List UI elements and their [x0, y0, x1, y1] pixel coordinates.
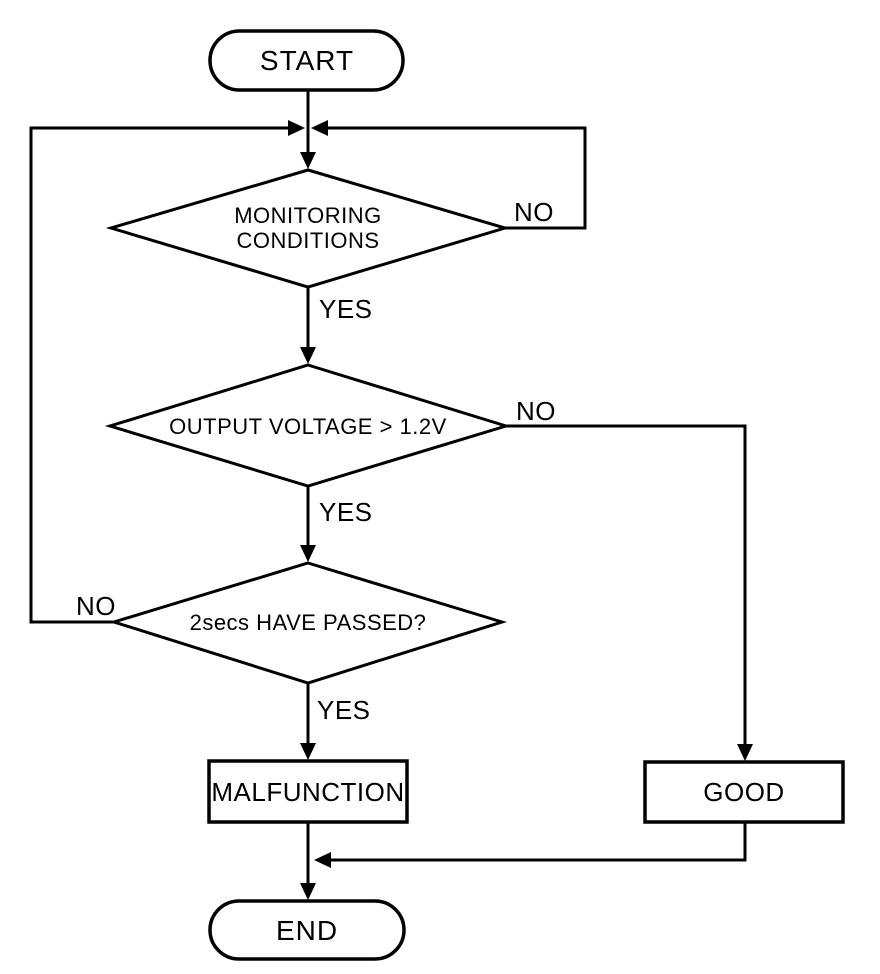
passed-yes-label: YES: [317, 695, 371, 725]
edge-voltage-no: [506, 424, 747, 755]
monitoring-no-label: NO: [514, 197, 554, 227]
malfunction-node: [207, 759, 409, 824]
edge-good-to-merge: [325, 822, 747, 862]
end-label: END: [276, 915, 338, 946]
arrowhead-junction-from-right: [311, 120, 328, 136]
edge-monitoring-no-loop: [322, 126, 587, 230]
start-label: START: [260, 45, 354, 76]
arrowhead-into-malfunction: [300, 743, 316, 760]
decision-output-voltage: [104, 363, 512, 488]
arrowhead-merge-left: [314, 852, 331, 868]
decision-monitoring-conditions: [105, 168, 511, 289]
decision-2secs-passed: [108, 561, 508, 685]
monitoring-yes-label: YES: [319, 294, 373, 324]
monitoring-label-line1: MONITORING: [234, 203, 382, 228]
passed-no-label: NO: [76, 591, 116, 621]
edge-passed-no-loop: [29, 126, 300, 624]
monitoring-label-line2: CONDITIONS: [236, 228, 379, 253]
good-node: [643, 760, 845, 824]
passed-label: 2secs HAVE PASSED?: [190, 610, 427, 635]
arrowhead-into-voltage: [300, 347, 316, 364]
good-label: GOOD: [703, 777, 784, 807]
voltage-label: OUTPUT VOLTAGE > 1.2V: [169, 414, 447, 439]
arrowhead-into-monitoring: [300, 152, 316, 169]
arrowhead-into-good: [737, 744, 753, 761]
end-node: [208, 899, 406, 961]
start-node: [208, 29, 405, 92]
voltage-yes-label: YES: [319, 497, 373, 527]
voltage-no-label: NO: [516, 396, 556, 426]
arrowhead-into-passed: [300, 545, 316, 562]
malfunction-label: MALFUNCTION: [211, 777, 404, 807]
arrowhead-junction-from-left: [288, 120, 305, 136]
arrowhead-into-end: [300, 883, 316, 900]
